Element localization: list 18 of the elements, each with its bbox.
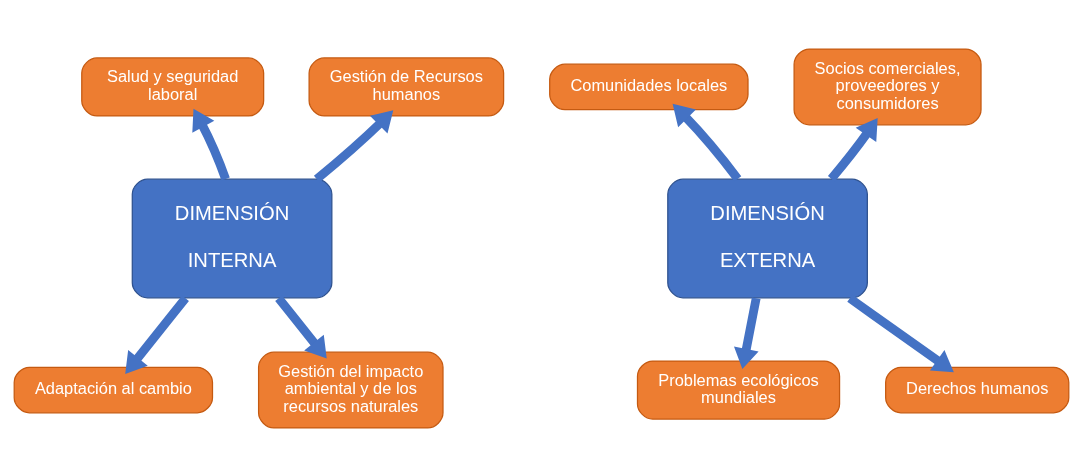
arrow xyxy=(192,108,230,181)
arrow xyxy=(672,103,742,182)
arrow xyxy=(827,117,878,182)
node-box: Comunidades locales xyxy=(549,63,749,110)
node-box: Derechos humanos xyxy=(885,366,1070,413)
node-box: DIMENSIÓN EXTERNA xyxy=(667,178,868,298)
arrow xyxy=(125,295,189,374)
arrow xyxy=(275,295,327,359)
node-box: Salud y seguridad laboral xyxy=(81,56,265,117)
arrow xyxy=(847,294,954,372)
node-box: Gestión de Recursos humanos xyxy=(308,56,505,117)
node-box: DIMENSIÓN INTERNA xyxy=(131,178,333,298)
arrow xyxy=(313,109,394,182)
node-box: Adaptación al cambio xyxy=(13,366,214,413)
node-box: Socios comerciales, proveedores y consumidores xyxy=(793,47,982,125)
arrow xyxy=(734,296,761,369)
node-box: Problemas ecológicos mundiales xyxy=(636,359,841,420)
node-box: Gestión del impacto ambiental y de los recursos naturales xyxy=(257,351,444,429)
